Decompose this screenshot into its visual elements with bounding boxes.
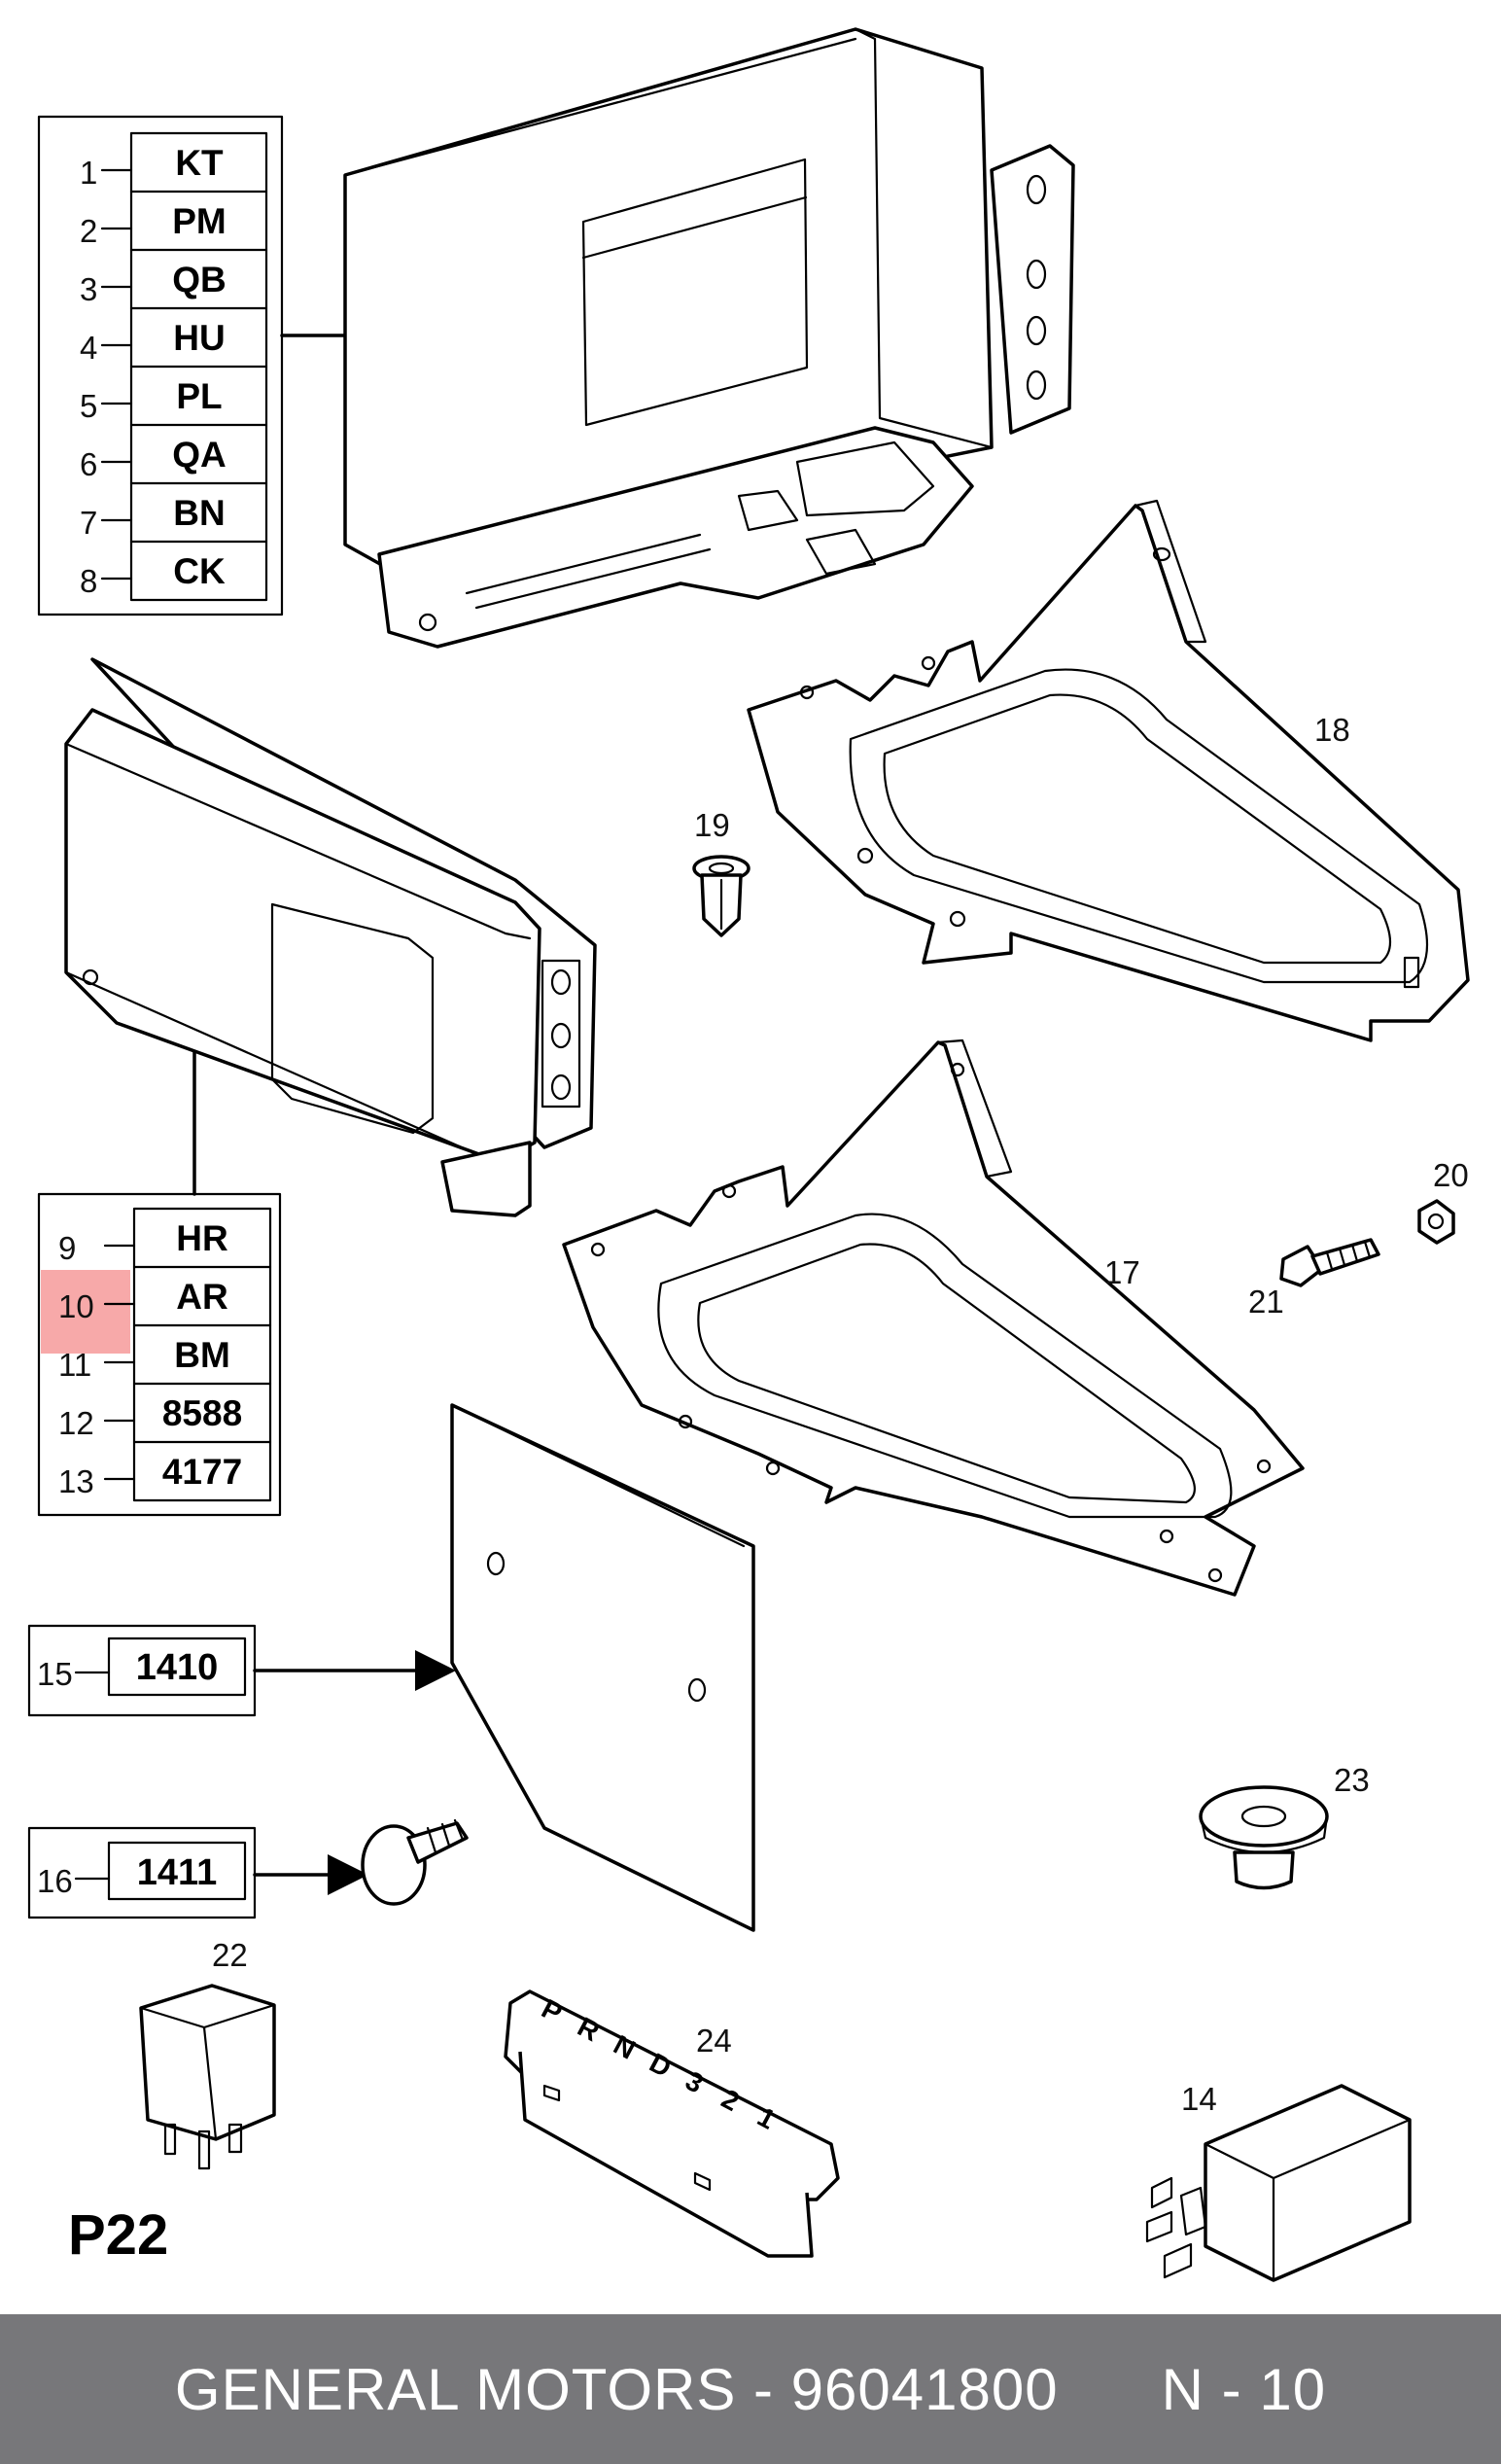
code-hr: HR <box>176 1218 227 1258</box>
code-box-15: 15 1410 <box>27 1624 257 1717</box>
callout-1: 1 <box>80 155 97 191</box>
code-4177: 4177 <box>162 1452 242 1492</box>
code-pl: PL <box>176 376 222 416</box>
callout-9: 9 <box>58 1230 76 1266</box>
callout-7: 7 <box>80 505 97 541</box>
page-label: P22 <box>68 2203 168 2267</box>
callout-20: 20 <box>1433 1157 1469 1193</box>
callout-3: 3 <box>80 271 97 307</box>
bolt-21 <box>1279 1238 1380 1287</box>
clip-19 <box>692 855 750 937</box>
code-qb: QB <box>172 260 227 299</box>
footer-bar: GENERAL MOTORS - 96041800 N - 10 <box>0 2314 1501 2464</box>
callout-23: 23 <box>1334 1762 1370 1798</box>
code-bn: BN <box>173 493 225 533</box>
callout-24: 24 <box>696 2023 732 2059</box>
code-ck: CK <box>173 551 226 591</box>
code-1411: 1411 <box>137 1852 217 1893</box>
grommet-23 <box>1199 1785 1329 1890</box>
callout-4: 4 <box>80 330 97 366</box>
code-1410: 1410 <box>136 1647 219 1688</box>
footer-suffix: N - 10 <box>1161 2356 1327 2422</box>
code-table-2: 9 HR 10 AR 11 BM 12 8588 13 4177 <box>37 1192 282 1517</box>
push-clip <box>361 1818 469 1906</box>
code-ar: AR <box>176 1277 227 1317</box>
highlight-item-10 <box>41 1270 130 1354</box>
callout-19: 19 <box>694 807 730 843</box>
callout-13: 13 <box>58 1463 94 1499</box>
code-box-16: 16 1411 <box>27 1826 257 1919</box>
callout-2: 2 <box>80 213 97 249</box>
control-module-left <box>64 657 597 1217</box>
callout-21: 21 <box>1248 1284 1284 1320</box>
bracket-17 <box>562 1038 1305 1597</box>
callout-16: 16 <box>37 1863 73 1899</box>
relay-14 <box>1145 2084 1412 2282</box>
callout-17: 17 <box>1104 1254 1140 1290</box>
code-bm: BM <box>174 1335 230 1375</box>
bracket-18 <box>747 499 1470 1042</box>
code-kt: KT <box>175 143 224 183</box>
cover-plate <box>450 1403 755 1932</box>
callout-6: 6 <box>80 446 97 482</box>
callout-11: 11 <box>58 1347 91 1383</box>
callout-12: 12 <box>58 1405 94 1441</box>
code-pm: PM <box>172 201 227 241</box>
footer-part-number: GENERAL MOTORS - 96041800 <box>174 2356 1059 2422</box>
callout-10: 10 <box>58 1288 94 1324</box>
callout-5: 5 <box>80 388 97 424</box>
code-8588: 8588 <box>162 1393 242 1433</box>
callout-15: 15 <box>37 1656 73 1692</box>
callout-18: 18 <box>1314 712 1350 748</box>
code-hu: HU <box>173 318 225 358</box>
callout-8: 8 <box>80 563 97 599</box>
relay-22 <box>139 1984 276 2170</box>
code-qa: QA <box>172 435 227 475</box>
parts-diagram: 1 KT 2 PM 3 QB 4 HU 5 PL 6 QA 7 BN 8 CK 9 HR 10 AR 11 BM 12 85… <box>27 27 1470 2282</box>
callout-14: 14 <box>1181 2081 1217 2117</box>
nut-20 <box>1417 1199 1455 1245</box>
control-unit-top <box>343 27 1075 649</box>
code-table-1: 1 KT 2 PM 3 QB 4 HU 5 PL 6 QA 7 BN 8 CK <box>37 115 284 616</box>
callout-22: 22 <box>212 1937 248 1973</box>
